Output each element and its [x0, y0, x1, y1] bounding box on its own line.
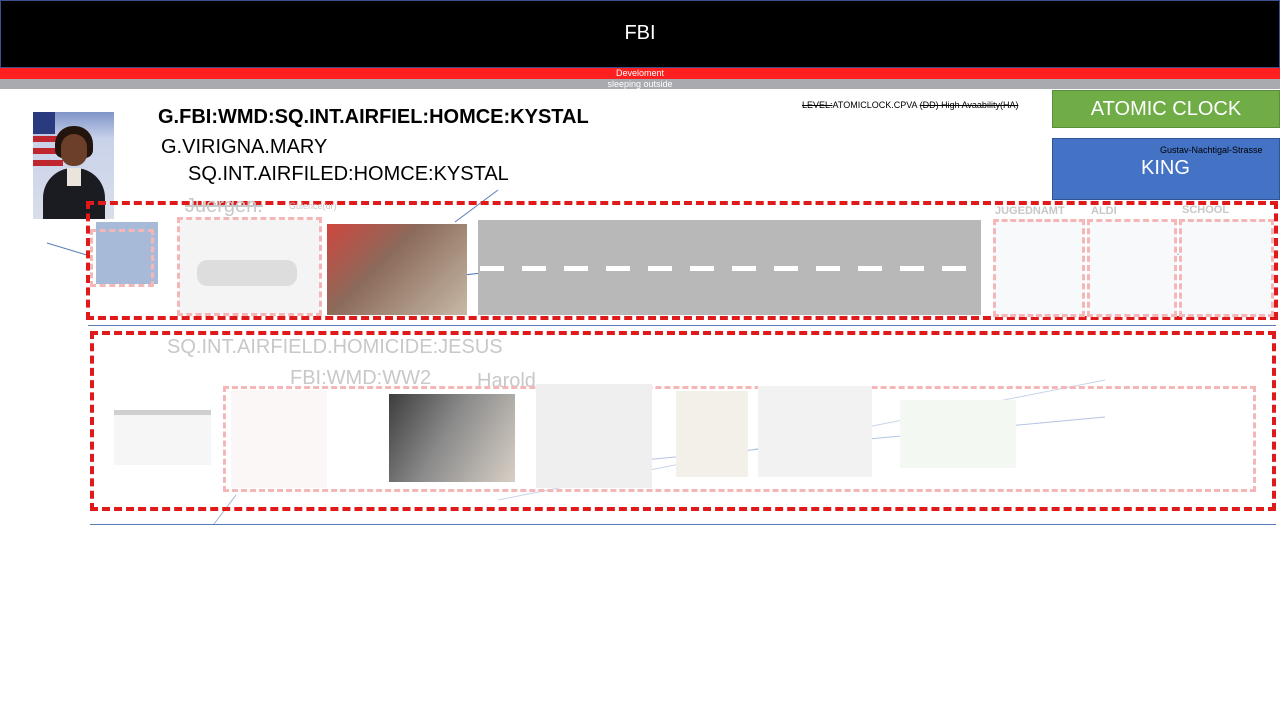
main-title: G.FBI:WMD:SQ.INT.AIRFIEL:HOMCE:KYSTAL	[158, 106, 589, 128]
map-aldi	[1087, 219, 1177, 317]
juergen-label: Juergen.	[185, 195, 263, 218]
row-one-group	[86, 201, 1278, 320]
subtitle-name: G.VIRIGNA.MARY	[161, 136, 328, 158]
level-value: ATOMICLOCK.CPVA	[832, 100, 918, 110]
map-label-school: SCHOOL	[1182, 204, 1230, 216]
car-frame	[177, 217, 322, 316]
grey-status-bar	[0, 79, 1280, 89]
map-jugendamt	[993, 219, 1085, 317]
road-image	[478, 220, 981, 315]
map-label-aldi: ALDI	[1091, 205, 1117, 217]
king-label: KING	[1141, 157, 1190, 179]
row-two-group	[90, 331, 1276, 511]
faint-photo-2	[536, 384, 652, 488]
atomic-clock-button[interactable]: ATOMIC CLOCK	[1052, 90, 1280, 128]
map-school	[1179, 219, 1274, 317]
document-thumbnail	[114, 410, 211, 465]
street-scene-photo	[389, 394, 515, 482]
red-bar-text: Develoment	[615, 68, 665, 78]
crowd-photo	[327, 224, 467, 315]
faint-photo-3	[758, 386, 872, 477]
level-prefix: LEVEL:	[802, 100, 833, 110]
flag-stripe	[33, 160, 63, 166]
grey-bar-text: sleeping outside	[607, 79, 673, 89]
ww2-label: FBI:WMD:WW2	[290, 367, 432, 389]
flag-canton	[33, 112, 55, 134]
row-two-title: SQ.INT.AIRFIELD.HOMICIDE:JESUS	[167, 336, 503, 358]
face-shape	[61, 134, 87, 166]
king-street-label: Gustav-Nachtigal-Strasse	[1160, 145, 1263, 155]
car-shape	[197, 260, 297, 286]
flag-stripe	[33, 136, 63, 142]
top-banner	[0, 0, 1280, 68]
flag-stripe	[33, 148, 63, 154]
row-two-inner-frame	[223, 386, 1256, 492]
juergen-text: Juergen.	[185, 195, 263, 217]
person-thumbnail	[96, 222, 158, 284]
map-label-jugendamt: JUGEDNAMT	[995, 205, 1065, 217]
divider-line	[88, 325, 1276, 326]
bottom-divider	[90, 524, 1276, 525]
level-note: (DD) High Avaability(HA)	[919, 100, 1019, 110]
small-label: Gulence(ur)	[289, 201, 337, 211]
red-status-bar	[0, 68, 1280, 79]
faint-photo-1	[231, 390, 327, 488]
collar-shape	[67, 168, 81, 186]
level-line: LEVEL:ATOMICLOCK.CPVA (DD) High Avaabili…	[802, 100, 1018, 110]
person-frame	[90, 229, 154, 287]
car-photo	[179, 220, 320, 314]
king-button[interactable]	[1052, 138, 1280, 200]
subtitle-code: SQ.INT.AIRFILED:HOMCE:KYSTAL	[188, 163, 509, 185]
faint-portrait	[676, 391, 748, 477]
faint-map	[900, 400, 1016, 468]
banner-title: FBI	[624, 22, 656, 44]
